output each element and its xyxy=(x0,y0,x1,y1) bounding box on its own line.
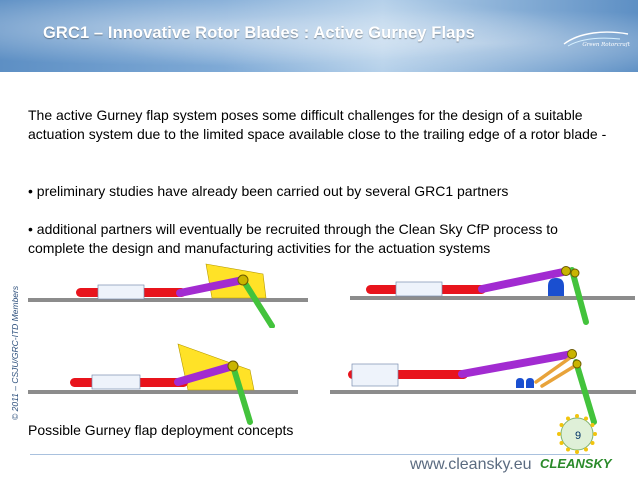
side-copyright: © 2011 – CSJU/GRC-ITD Members xyxy=(10,285,20,420)
blade-skin xyxy=(28,298,308,302)
link-rod-purple xyxy=(478,267,572,293)
gurney-concept-diagram-4 xyxy=(330,349,636,425)
page-number: 9 xyxy=(574,430,582,442)
header-banner: GRC1 – Innovative Rotor Blades : Active … xyxy=(0,0,638,72)
gurney-concept-diagram-3 xyxy=(28,343,298,425)
green-rotorcraft-logo-text: Green Rotorcraft xyxy=(582,42,630,48)
actuator-housing xyxy=(351,363,399,387)
blade-skin xyxy=(28,390,298,394)
actuator-housing xyxy=(91,374,141,390)
actuator-block-blue xyxy=(548,278,564,296)
actuator-housing xyxy=(395,281,443,297)
bullet-preliminary-studies: • preliminary studies have already been … xyxy=(28,183,509,199)
link-rod-purple xyxy=(174,362,237,386)
pivot-joint xyxy=(237,274,249,286)
cleansky-brand-logo: CLEANSKY xyxy=(540,456,612,471)
slide-title: GRC1 – Innovative Rotor Blades : Active … xyxy=(43,24,475,42)
footer-website-url: www.cleansky.eu xyxy=(410,456,532,473)
eu-stars-badge-icon xyxy=(557,414,597,454)
pivot-joint xyxy=(227,360,239,372)
linkage-arm-orange xyxy=(534,353,576,384)
gurney-flap-green xyxy=(230,363,253,425)
linkage-arm-orange xyxy=(540,362,580,388)
footer-divider xyxy=(30,454,590,455)
gurney-flap-green xyxy=(240,277,275,328)
actuator-block-blue xyxy=(516,378,524,388)
pivot-joint xyxy=(561,266,571,276)
link-rod-purple xyxy=(176,276,247,297)
gurney-flap-green xyxy=(569,267,589,325)
gurney-concept-diagram-2 xyxy=(350,266,635,325)
pivot-joint xyxy=(570,268,580,278)
pivot-joint xyxy=(572,359,582,369)
paragraph-intro: The active Gurney flap system poses some… xyxy=(28,107,607,142)
green-rotorcraft-logo xyxy=(563,31,629,47)
header-sky-background xyxy=(0,0,638,72)
link-rod-purple xyxy=(458,350,576,378)
actuator-housing xyxy=(97,284,145,300)
blade-skin xyxy=(330,390,636,394)
figure-caption: Possible Gurney flap deployment concepts xyxy=(28,422,294,438)
bullet-additional-partners: • additional partners will eventually be… xyxy=(28,221,558,256)
gurney-flap-green xyxy=(573,359,597,425)
actuator-block-blue xyxy=(526,378,534,388)
pivot-joint xyxy=(567,349,577,359)
blade-skin xyxy=(350,296,635,300)
gurney-concept-diagram-1 xyxy=(28,263,308,328)
